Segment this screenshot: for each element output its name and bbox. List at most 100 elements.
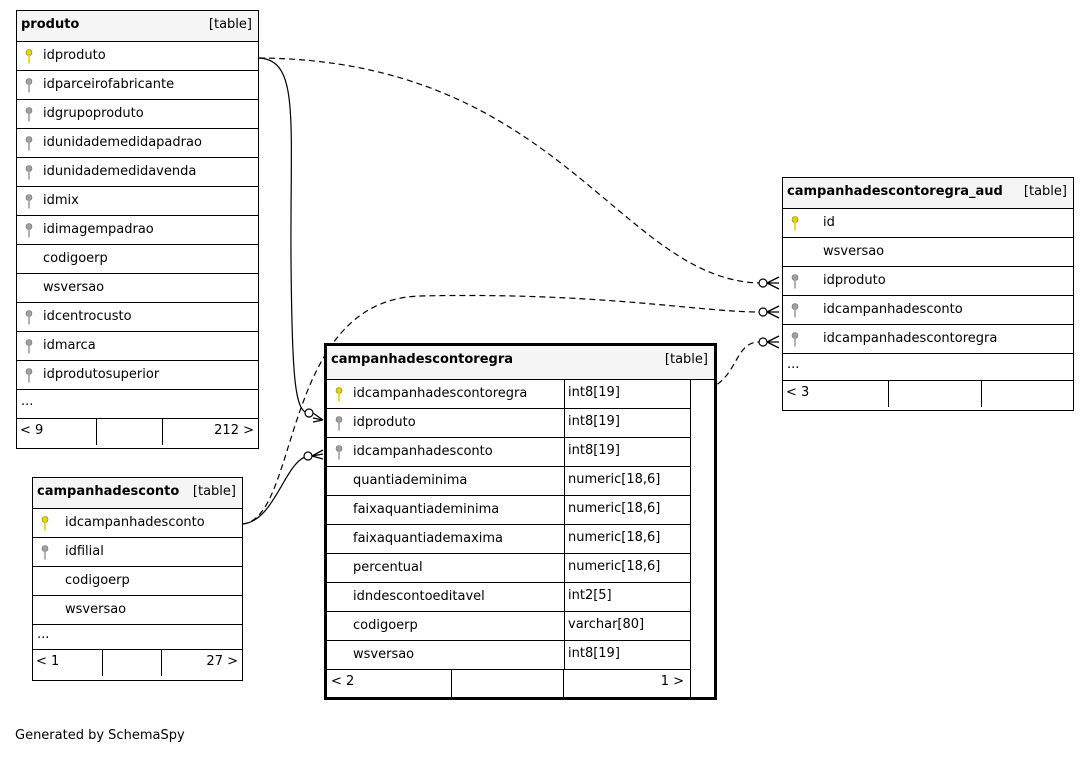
parents-count[interactable]: < 1 (36, 654, 60, 669)
column-row[interactable]: idparceirofabricante (17, 71, 258, 100)
primary-key-icon (25, 49, 33, 64)
column-name: idcampanhadesconto (65, 515, 205, 530)
column-row[interactable]: idcentrocusto (17, 303, 258, 332)
table-name: produto (21, 17, 80, 32)
column-name: idunidademedidavenda (43, 164, 197, 179)
foreign-key-icon (25, 339, 33, 354)
column-name: codigoerp (353, 618, 418, 633)
fk-line-aud-idproduto (258, 57, 761, 284)
column-name: idcampanhadesconto (823, 302, 963, 317)
column-row[interactable]: idmarca (17, 332, 258, 361)
fk-line-regra-idcampanhadesconto (241, 455, 309, 525)
parents-count[interactable]: < 3 (786, 385, 810, 400)
column-name: idcampanhadesconto (353, 444, 493, 459)
foreign-key-icon (25, 223, 33, 238)
children-count[interactable]: 1 > (660, 674, 684, 689)
column-row[interactable]: codigoerp (17, 245, 258, 274)
generated-by-caption: Generated by SchemaSpy (15, 728, 185, 743)
primary-key-icon (41, 516, 49, 531)
more-columns-row: ... (783, 354, 1073, 381)
primary-key-icon (791, 216, 799, 231)
foreign-key-icon (25, 107, 33, 122)
table-campanhadescontoregra-aud[interactable]: campanhadescontoregra_aud [table] id wsve… (782, 177, 1074, 411)
children-count[interactable]: 27 > (206, 654, 238, 669)
foreign-key-icon (25, 368, 33, 383)
table-footer: < 3 (783, 381, 1073, 407)
column-row[interactable]: idunidademedidavenda (17, 158, 258, 187)
foreign-key-icon (25, 310, 33, 325)
column-row[interactable]: idimagempadrao (17, 216, 258, 245)
column-datatype: numeric[18,6] (564, 467, 690, 495)
column-row[interactable]: quantiademinima numeric[18,6] (327, 467, 690, 496)
column-datatype: int8[19] (564, 438, 690, 466)
column-name: quantiademinima (353, 473, 468, 488)
column-row[interactable]: idunidademedidapadrao (17, 129, 258, 158)
column-name: idimagempadrao (43, 222, 154, 237)
children-count[interactable]: 212 > (214, 423, 254, 438)
fk-line-regra-idcampanhadesconto-optional-marker (303, 451, 313, 461)
column-name: idunidademedidapadrao (43, 135, 202, 150)
column-row[interactable]: idfilial (33, 538, 242, 567)
column-row[interactable]: idcampanhadescontoregra (783, 325, 1073, 354)
table-campanhadesconto[interactable]: campanhadesconto [table] idcampanhadesco… (32, 477, 243, 681)
column-row[interactable]: idproduto (17, 42, 258, 71)
column-name: idproduto (823, 273, 886, 288)
column-row[interactable]: idprodutosuperior (17, 361, 258, 390)
column-row[interactable]: idproduto (783, 267, 1073, 296)
column-name: faixaquantiademinima (353, 502, 500, 517)
column-name: wsversao (353, 647, 415, 662)
table-type-label: [table] (664, 352, 708, 367)
column-row[interactable]: id (783, 209, 1073, 238)
table-header: campanhadesconto [table] (33, 478, 242, 509)
primary-key-icon (335, 387, 343, 402)
column-row[interactable]: codigoerp (33, 567, 242, 596)
column-datatype: numeric[18,6] (564, 525, 690, 553)
column-name: idprodutosuperior (43, 367, 160, 382)
table-campanhadescontoregra[interactable]: campanhadescontoregra [table] idcampanha… (324, 343, 717, 700)
column-row[interactable]: codigoerp varchar[80] (327, 612, 690, 641)
column-name: percentual (353, 560, 423, 575)
table-name: campanhadescontoregra_aud (787, 184, 1003, 199)
more-columns-row: ... (33, 625, 242, 650)
foreign-key-icon (791, 303, 799, 318)
column-name: wsversao (823, 244, 885, 259)
foreign-key-icon (41, 545, 49, 560)
fk-line-aud-idcampanhadesconto (241, 294, 760, 525)
foreign-key-icon (791, 332, 799, 347)
table-type-label: [table] (1023, 184, 1067, 199)
parents-count[interactable]: < 9 (20, 423, 44, 438)
column-row[interactable]: idcampanhadesconto (33, 509, 242, 538)
column-row[interactable]: idcampanhadesconto (783, 296, 1073, 325)
column-name: idproduto (43, 48, 106, 63)
column-name: codigoerp (43, 251, 108, 266)
column-row[interactable]: wsversao (783, 238, 1073, 267)
parents-count[interactable]: < 2 (331, 674, 355, 689)
column-datatype: int8[19] (564, 380, 690, 408)
foreign-key-icon (25, 165, 33, 180)
column-datatype: varchar[80] (564, 612, 690, 640)
table-footer: < 1 27 > (33, 650, 242, 676)
column-row[interactable]: idgrupoproduto (17, 100, 258, 129)
foreign-key-icon (25, 136, 33, 151)
column-name: wsversao (65, 602, 127, 617)
fk-line-regra-idproduto (258, 57, 310, 414)
column-row[interactable]: idcampanhadesconto int8[19] (327, 438, 690, 467)
column-row[interactable]: idmix (17, 187, 258, 216)
column-row[interactable]: wsversao (17, 274, 258, 303)
table-header: campanhadescontoregra [table] (327, 346, 714, 380)
foreign-key-icon (335, 445, 343, 460)
column-row[interactable]: wsversao (33, 596, 242, 625)
foreign-key-icon (791, 274, 799, 289)
column-datatype: int8[19] (564, 409, 690, 437)
